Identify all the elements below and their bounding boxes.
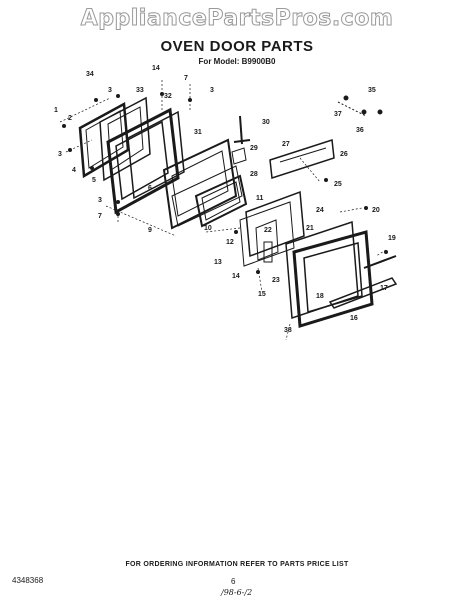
callout: 14	[152, 65, 160, 72]
callout: 9	[148, 227, 152, 234]
part-27-deflector	[269, 139, 335, 179]
callout: 31	[194, 129, 202, 136]
callout: 21	[306, 225, 314, 232]
part-24-panel	[245, 190, 305, 258]
page-number: 6	[231, 577, 236, 586]
model-label: For Model: B9900B0	[198, 57, 276, 66]
callout: 20	[372, 207, 380, 214]
callout: 24	[316, 207, 324, 214]
callout: 3	[98, 197, 102, 204]
callout: 32	[164, 93, 172, 100]
callout: 3	[210, 87, 214, 94]
callout: 13	[214, 259, 222, 266]
part-18-handle	[328, 255, 398, 309]
part-32-gasket	[127, 110, 185, 200]
callout: 1	[54, 107, 58, 114]
part-30-rod	[233, 115, 251, 145]
callout: 19	[388, 235, 396, 242]
part-6-middle-frame	[162, 138, 238, 230]
callout: 7	[98, 213, 102, 220]
part-28-window	[194, 174, 248, 228]
document-number: 4348368	[12, 576, 44, 585]
ordering-note: FOR ORDERING INFORMATION REFER TO PARTS …	[125, 561, 349, 568]
part-21-outer-glass	[285, 220, 359, 320]
callout: 16	[350, 315, 358, 322]
part-17-outer-frame	[292, 230, 374, 328]
callout-labels: 34 3 33 32 14 7 3 1 2 31 30 29 3 4 5 6 2…	[54, 65, 396, 334]
callout: 3	[108, 87, 112, 94]
callout: 27	[282, 141, 290, 148]
part-29-clip	[231, 147, 247, 165]
callout: 28	[250, 171, 258, 178]
callout: 29	[250, 145, 258, 152]
callout: 2	[68, 115, 72, 122]
callout: 25	[334, 181, 342, 188]
callout: 5	[92, 177, 96, 184]
callout: 17	[380, 285, 388, 292]
part-2-inner-frame	[78, 101, 130, 179]
callout: 3	[58, 151, 62, 158]
page-title: OVEN DOOR PARTS	[160, 38, 314, 55]
part-23-latch	[263, 241, 273, 263]
part-11-bracket	[239, 201, 295, 267]
callout: 15	[258, 291, 266, 298]
handwritten-date: /98-6-/2	[221, 588, 253, 597]
callout: 14	[232, 273, 240, 280]
callout: 35	[368, 87, 376, 94]
callout: 26	[340, 151, 348, 158]
callout: 37	[334, 111, 342, 118]
callout: 23	[272, 277, 280, 284]
watermark: AppliancePartsPros.com	[80, 6, 394, 32]
callout: 11	[256, 195, 264, 202]
callout: 7	[184, 75, 188, 82]
part-9-frame	[171, 165, 243, 227]
callout: 18	[316, 293, 324, 300]
callout: 6	[148, 185, 152, 192]
callout: 34	[86, 71, 94, 78]
callout: 12	[226, 239, 234, 246]
callout: 36	[356, 127, 364, 134]
part-36-38-hardware	[337, 95, 383, 117]
callout: 30	[262, 119, 270, 126]
callout: 4	[72, 167, 76, 174]
callout: 10	[204, 225, 212, 232]
callout: 33	[136, 87, 144, 94]
callout: 38	[284, 327, 292, 334]
part-5-door-liner	[106, 107, 180, 215]
callout: 22	[264, 227, 272, 234]
